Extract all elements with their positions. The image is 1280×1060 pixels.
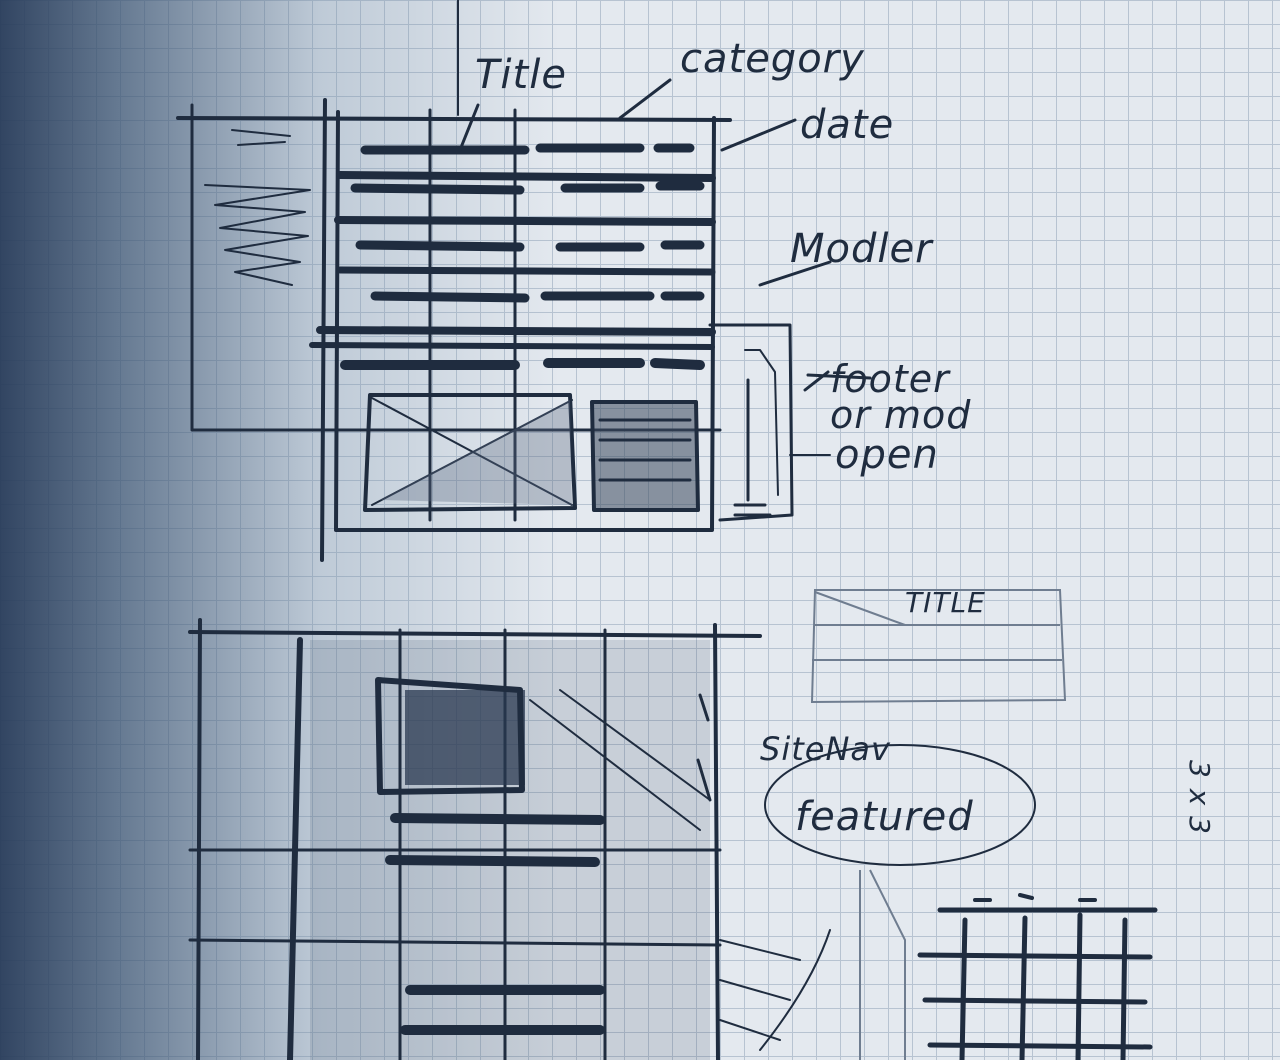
label-title: Title (475, 52, 567, 98)
label-open: open (835, 432, 939, 478)
label-category: category (680, 36, 865, 82)
label-title-box: TITLE (905, 586, 986, 619)
label-sitenav: SiteNav (760, 730, 891, 768)
content-rows (309, 143, 716, 370)
title-box-sketch (810, 589, 1067, 704)
image-placeholder (363, 393, 577, 512)
label-modler: Modler (790, 226, 934, 272)
label-footer: footer (830, 357, 951, 401)
label-or-mod: or mod (830, 393, 971, 437)
featured-block (375, 677, 711, 1035)
bottom-wireframe (188, 618, 906, 1060)
featured-outline (764, 744, 1036, 866)
label-grid-size: 3 x 3 (1183, 760, 1216, 835)
label-featured: featured (795, 794, 974, 840)
grid-sketch (917, 893, 1158, 1060)
top-wireframe (176, 0, 872, 562)
hatched-box (590, 400, 700, 512)
label-date: date (800, 102, 894, 148)
